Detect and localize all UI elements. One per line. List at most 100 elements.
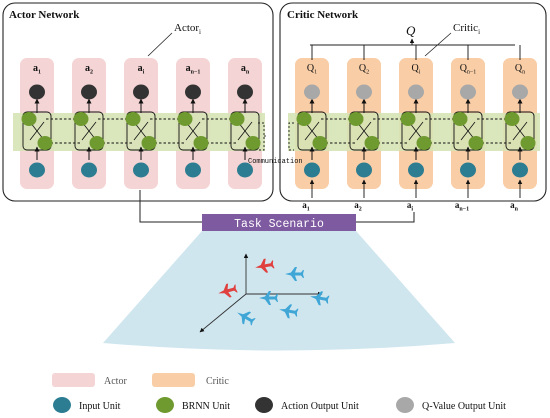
- scenario-3d-axes: [199, 253, 323, 333]
- legend-input-unit-icon: [53, 397, 71, 413]
- critic-cell-link: [408, 121, 424, 141]
- critic-output-unit: [356, 84, 372, 100]
- critic-cell-frame: [297, 111, 327, 151]
- actor-brnn-unit: [73, 112, 89, 126]
- communication-label: Communication: [248, 158, 303, 166]
- actor-output-label: a2: [85, 63, 93, 76]
- red-aircraft-icon: [218, 283, 238, 298]
- actor-output-unit: [81, 84, 97, 100]
- legend-action-output-label: Action Output Unit: [281, 401, 359, 412]
- red-aircraft-icon: [255, 258, 275, 273]
- critic-output-label: Q1: [307, 63, 317, 76]
- critic-cell-link: [356, 121, 372, 141]
- legend-critic-label: Critic: [206, 376, 229, 387]
- critic-output-label: Qn: [515, 63, 525, 76]
- blue-aircraft-icon: [279, 304, 299, 319]
- actor-output-unit: [29, 84, 45, 100]
- critic-brnn-unit: [452, 112, 468, 126]
- critic-q-label: Q: [406, 23, 416, 38]
- critic-cell-frame: [453, 111, 483, 151]
- blue-aircraft-icon: [237, 311, 256, 326]
- critic-brnn-unit: [348, 112, 364, 126]
- critic-callout-line: [424, 32, 452, 57]
- critic-input-label: ai: [407, 200, 414, 213]
- critic-cell-frame: [505, 111, 535, 151]
- critic-cell-frame: [401, 111, 431, 151]
- actor-input-unit: [29, 162, 45, 178]
- critic-input-unit: [304, 162, 320, 178]
- legend-critic-swatch: [152, 373, 195, 387]
- critic-input-label: a2: [354, 200, 362, 213]
- actor-brnn-unit: [229, 112, 245, 126]
- blue-aircraft-icon: [285, 267, 304, 281]
- critic-output-unit: [460, 84, 476, 100]
- critic-brnn-unit: [520, 136, 536, 150]
- critic-output-label: Qi: [412, 63, 421, 76]
- critic-cell-link: [460, 121, 476, 141]
- actor-cell-frame: [22, 111, 52, 151]
- legend-actor-label: Actor: [104, 376, 127, 387]
- actor-cell-link: [81, 121, 97, 141]
- critic-output-label: Qn−1: [460, 63, 477, 76]
- actor-cell-frame: [74, 111, 104, 151]
- critic-input-unit: [512, 162, 528, 178]
- blue-aircraft-icon: [259, 291, 278, 305]
- actor-cell-frame: [178, 111, 208, 151]
- critic-network-frame: [279, 2, 547, 202]
- critic-cell-frame: [349, 111, 379, 151]
- legend-q-output-label: Q-Value Output Unit: [422, 401, 506, 412]
- actor-output-label: a1: [33, 63, 41, 76]
- actor-input-unit: [185, 162, 201, 178]
- actor-cell-link: [237, 121, 253, 141]
- legend-actor-swatch: [52, 373, 95, 387]
- actor-to-task-link: [139, 190, 202, 223]
- actor-brnn-unit: [177, 112, 193, 126]
- actor-brnn-unit: [245, 136, 261, 150]
- critic-output-unit: [408, 84, 424, 100]
- critic-input-unit: [408, 162, 424, 178]
- critic-input-label: an: [510, 200, 519, 213]
- critic-brnn-unit: [312, 136, 328, 150]
- actor-input-unit: [133, 162, 149, 178]
- actor-brnn-unit: [21, 112, 37, 126]
- actor-cell-link: [185, 121, 201, 141]
- task-to-critic-link: [356, 212, 415, 223]
- actor-output-label: an−1: [186, 63, 201, 76]
- actor-brnn-unit: [125, 112, 141, 126]
- critic-cell-link: [304, 121, 320, 141]
- critic-cell-link: [512, 121, 528, 141]
- critic-callout-label: Critici: [453, 22, 480, 36]
- actor-network-frame: [2, 2, 274, 202]
- critic-brnn-unit: [504, 112, 520, 126]
- actor-brnn-unit: [37, 136, 53, 150]
- blue-aircraft-icon: [310, 291, 330, 306]
- legend-action-output-icon: [255, 397, 273, 413]
- communication-bracket: [258, 122, 294, 151]
- critic-brnn-unit: [400, 112, 416, 126]
- task-scenario-label: Task Scenario: [234, 218, 324, 231]
- legend-brnn-unit-label: BRNN Unit: [182, 401, 230, 412]
- critic-brnn-unit: [468, 136, 484, 150]
- actor-output-unit: [133, 84, 149, 100]
- actor-cell-link: [133, 121, 149, 141]
- actor-cell-link: [29, 121, 45, 141]
- actor-callout-line: [147, 32, 173, 57]
- actor-input-unit: [81, 162, 97, 178]
- actor-brnn-unit: [89, 136, 105, 150]
- actor-output-label: an: [241, 63, 250, 76]
- critic-input-label: an−1: [455, 200, 469, 213]
- task-scenario-bar: [202, 214, 356, 231]
- critic-brnn-unit: [416, 136, 432, 150]
- critic-input-unit: [460, 162, 476, 178]
- legend-input-unit-label: Input Unit: [79, 401, 121, 412]
- actor-brnn-unit: [141, 136, 157, 150]
- critic-input-unit: [356, 162, 372, 178]
- legend-brnn-unit-icon: [156, 397, 174, 413]
- actor-cell-frame: [126, 111, 156, 151]
- actor-input-unit: [237, 162, 253, 178]
- actor-output-unit: [185, 84, 201, 100]
- actor-output-unit: [237, 84, 253, 100]
- critic-input-label: a1: [302, 200, 310, 213]
- actor-network-title: Actor Network: [9, 9, 80, 21]
